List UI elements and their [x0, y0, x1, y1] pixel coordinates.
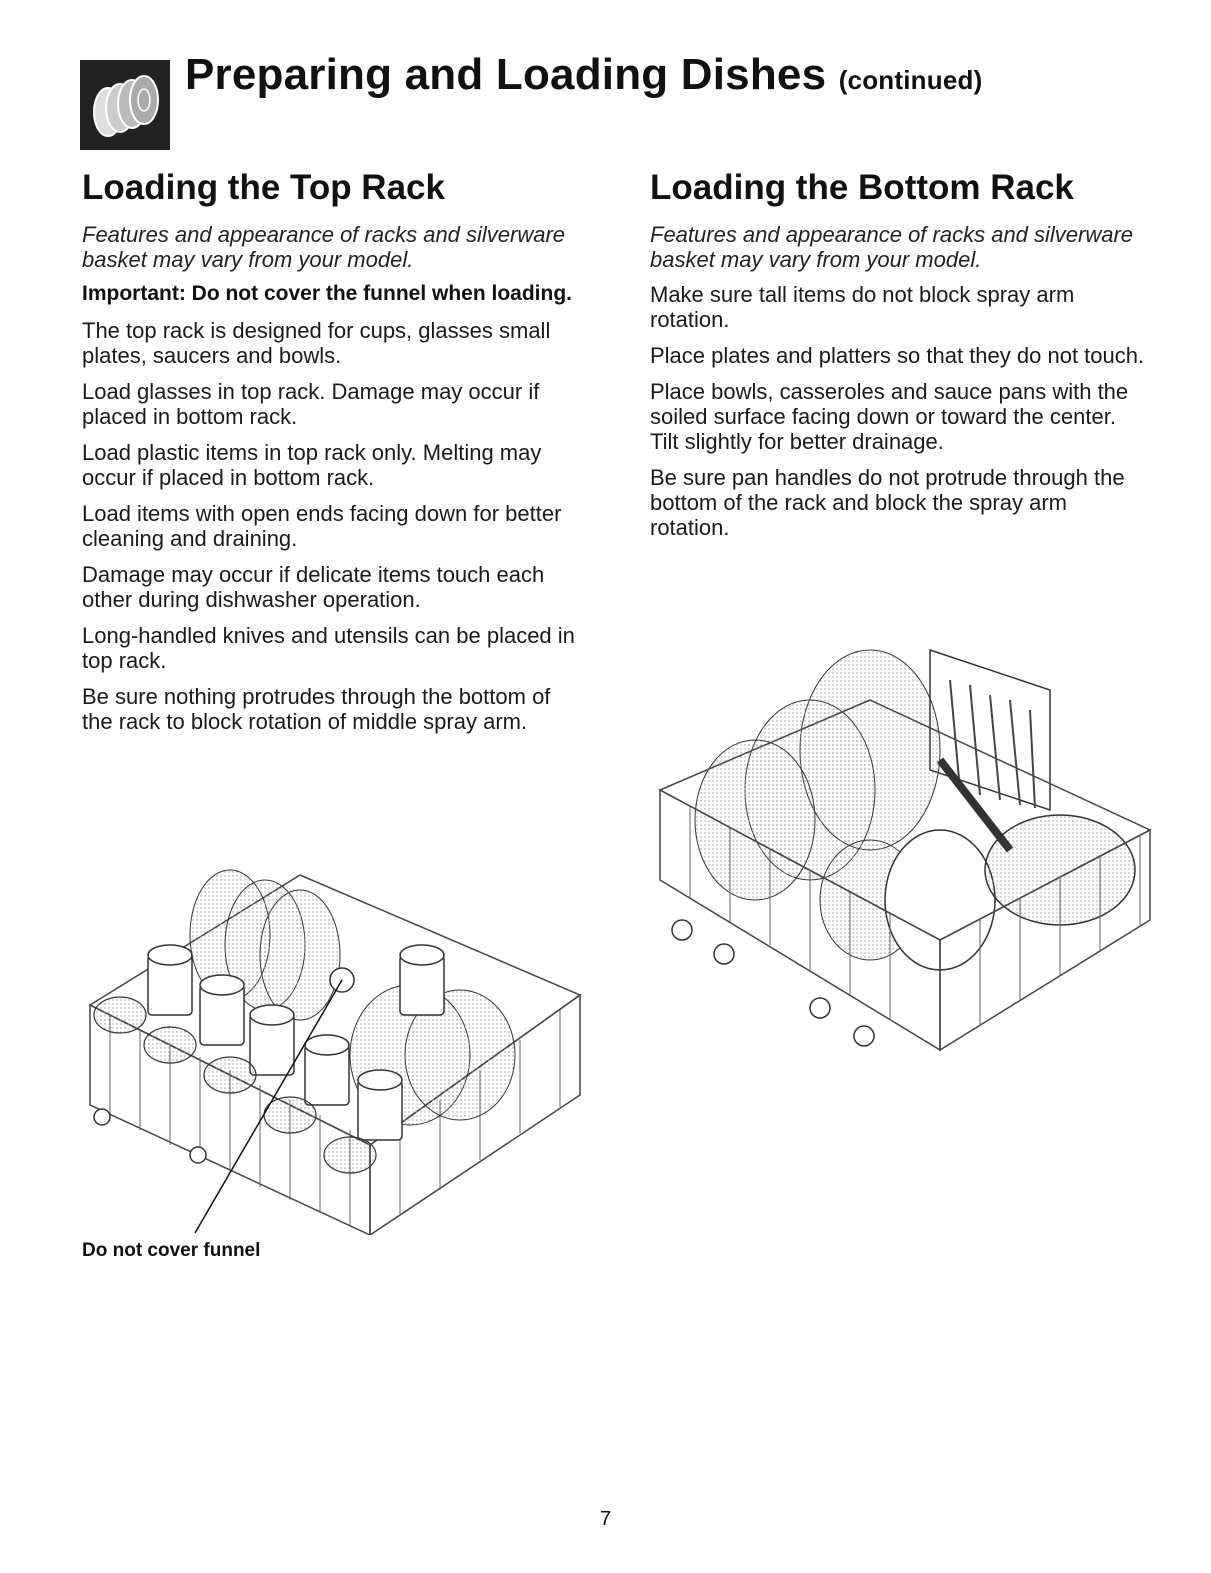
bottom-rack-paragraph: Place plates and platters so that they d…	[650, 343, 1145, 368]
bottom-rack-paragraph: Be sure pan handles do not protrude thro…	[650, 465, 1125, 540]
important-notice: Important: Do not cover the funnel when …	[82, 282, 572, 305]
top-rack-paragraph: Damage may occur if delicate items touch…	[82, 562, 545, 612]
top-rack-paragraph: Load items with open ends facing down fo…	[82, 501, 562, 551]
top-rack-paragraph: The top rack is designed for cups, glass…	[82, 318, 551, 368]
top-rack-heading: Loading the Top Rack	[82, 168, 445, 207]
bottom-rack-note: Features and appearance of racks and sil…	[650, 222, 1134, 272]
top-rack-paragraph: Long-handled knives and utensils can be …	[82, 623, 575, 673]
top-rack-section: Loading the Top Rack Features and appear…	[82, 168, 582, 745]
bottom-rack-illustration	[658, 648, 1152, 1052]
page-number: 7	[600, 1508, 612, 1530]
bottom-rack-heading: Loading the Bottom Rack	[650, 168, 1074, 207]
bottom-rack-section: Loading the Bottom Rack Features and app…	[650, 168, 1150, 551]
page-title: Preparing and Loading Dishes (continued)	[185, 50, 982, 100]
top-rack-paragraph: Load plastic items in top rack only. Mel…	[82, 440, 542, 490]
dishes-icon	[80, 60, 170, 150]
top-rack-paragraph: Load glasses in top rack. Damage may occ…	[82, 379, 540, 429]
page-title-text: Preparing and Loading Dishes	[185, 50, 827, 99]
page-title-continued: (continued)	[838, 65, 983, 95]
top-rack-illustration	[88, 869, 582, 1235]
top-rack-note: Features and appearance of racks and sil…	[82, 222, 566, 272]
bottom-rack-paragraph: Place bowls, casseroles and sauce pans w…	[650, 379, 1129, 454]
bottom-rack-paragraph: Make sure tall items do not block spray …	[650, 282, 1075, 332]
funnel-caption: Do not cover funnel	[82, 1240, 261, 1261]
top-rack-paragraph: Be sure nothing protrudes through the bo…	[82, 684, 551, 734]
